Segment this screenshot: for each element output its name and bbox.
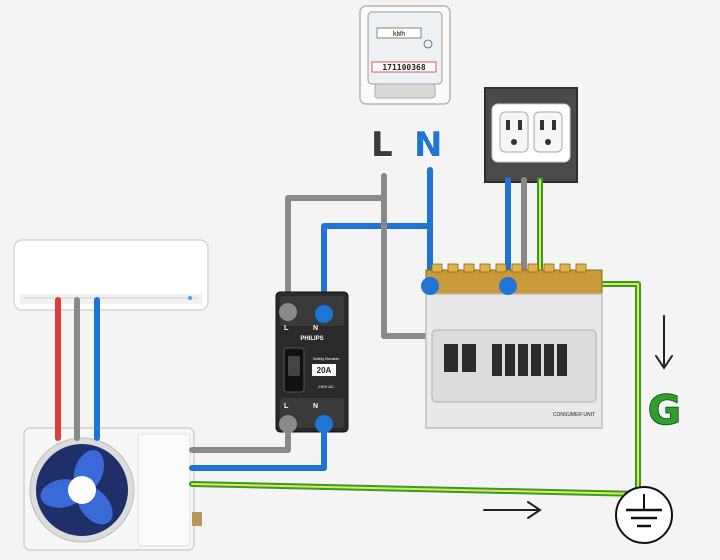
outlet-icon: [484, 87, 578, 183]
neutral-wires: [94, 167, 511, 471]
line-label: L: [371, 125, 393, 165]
breaker-subtitle: Safety Breaker: [313, 356, 340, 361]
ground-symbol-icon: [615, 486, 673, 544]
safety-breaker: PHILIPS Safety Breaker 20A 230V AC L N L…: [275, 291, 349, 433]
meter-unit: kWh: [393, 30, 406, 38]
meter-reading: 171100368: [382, 63, 426, 72]
breaker-terminal-l-bottom: L: [284, 403, 289, 410]
electric-meter: kWh 171100368: [359, 5, 451, 105]
fan-icon: [29, 437, 135, 543]
breaker-terminal-l-top: L: [284, 325, 289, 332]
ac-outdoor-unit: [23, 427, 202, 551]
breaker-brand: PHILIPS: [300, 336, 323, 342]
breaker-voltage: 230V AC: [318, 384, 334, 389]
breaker-terminal-n-top: N: [313, 325, 318, 332]
neutral-label: N: [414, 125, 442, 165]
breaker-rating: 20A: [317, 366, 332, 375]
ac-indoor-unit: [13, 239, 209, 311]
ground-label: G: [648, 388, 681, 434]
breaker-terminal-n-bottom: N: [313, 403, 318, 410]
consumer-unit: CONSUMER UNIT: [425, 263, 603, 429]
line-wires: [74, 173, 527, 453]
consumer-unit-label: CONSUMER UNIT: [553, 412, 595, 418]
connection-points: [279, 277, 517, 433]
arrow-down-icon: [655, 315, 673, 370]
arrow-right-icon: [483, 501, 542, 519]
